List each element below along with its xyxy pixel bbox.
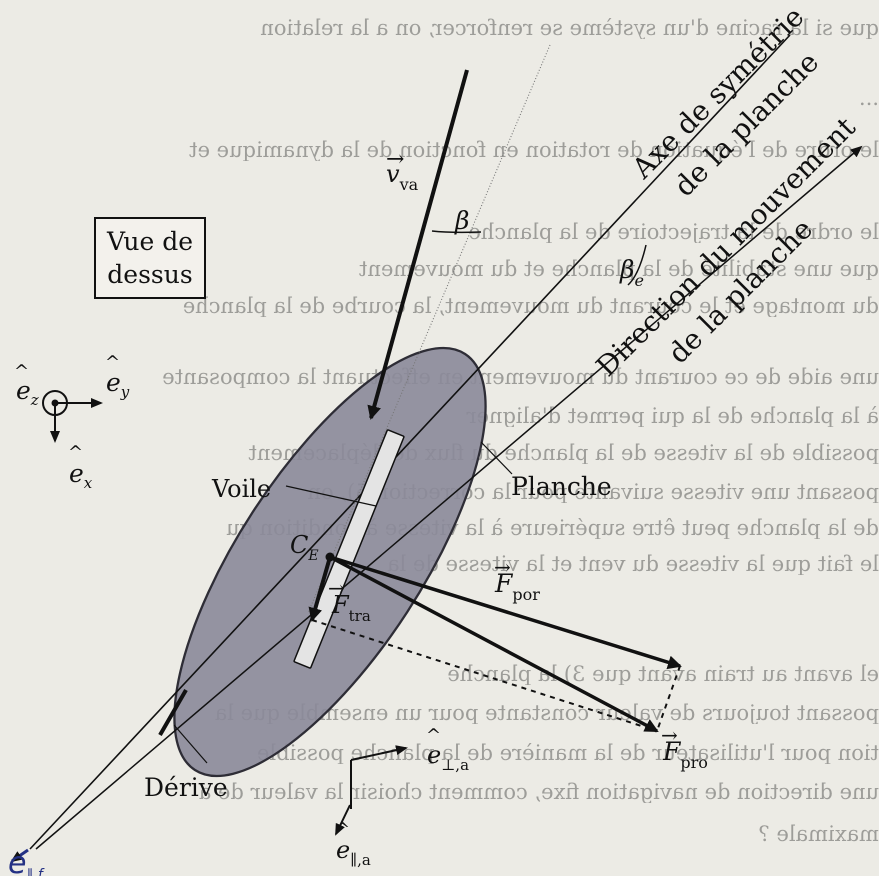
force-tra-arrow [308, 556, 332, 622]
e-perp-a-hat-icon: ^ [426, 725, 441, 746]
derive-shape [158, 688, 188, 737]
handwritten-label: e∥,f [8, 846, 45, 876]
view-label-line2: dessus [107, 260, 192, 289]
force-construction-line [656, 665, 681, 732]
force-construction-line [311, 619, 658, 732]
ey-label: ey [106, 368, 130, 401]
ez-label: ez [16, 376, 39, 409]
view-label-box [94, 217, 206, 299]
ex-hat-icon: ^ [68, 442, 83, 463]
velocity-label: vva [386, 160, 419, 194]
wind-guide-line [307, 44, 551, 614]
e-par-a-hat-icon: ^ [335, 819, 350, 840]
force-por-label: Fpor [494, 569, 540, 604]
ey-hat-icon: ^ [105, 352, 120, 373]
velocity-vector-icon: → [386, 147, 404, 172]
force-pro-label: Fpro [662, 737, 708, 772]
force-pro-arrow [329, 555, 659, 733]
beta-e-angle-arc [627, 244, 647, 286]
beta-angle-arc [431, 230, 482, 234]
planche-pointer-line [480, 441, 513, 475]
voile-pointer-line [285, 485, 377, 507]
symmetry-axis-line [29, 34, 791, 850]
movement-direction-line [35, 145, 863, 850]
derive-label: Dérive [144, 773, 228, 802]
e-par-a-arrow [335, 804, 351, 836]
beta-e-label: βe [619, 255, 644, 290]
force-por-arrow [329, 555, 682, 670]
e-perp-a-label: e⊥,a [427, 741, 469, 774]
force-tra-vector-icon: → [328, 576, 345, 600]
voile-label: Voile [211, 475, 271, 503]
velocity-arrow [367, 69, 469, 420]
force-por-vector-icon: → [494, 555, 511, 579]
force-tra-label: Ftra [331, 591, 371, 625]
ez-hat-icon: ^ [14, 361, 29, 382]
ex-label: ex [69, 459, 93, 492]
beta-label: β [454, 206, 469, 235]
e-perp-a-arrow [350, 745, 408, 761]
planche-label: Planche [511, 472, 612, 501]
force-pro-vector-icon: → [661, 723, 678, 747]
handwritten-arrow [10, 848, 29, 863]
derive-pointer-line [173, 724, 208, 764]
view-label-line1: Vue de [106, 227, 193, 256]
center-label: CE [290, 531, 319, 564]
e-par-a-label: e∥,a [336, 836, 371, 869]
center-point-ce [325, 552, 335, 562]
